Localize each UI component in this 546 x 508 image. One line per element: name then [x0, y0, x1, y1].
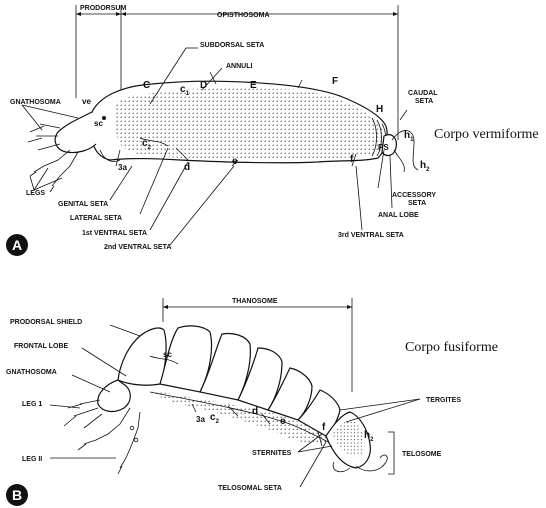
label-frontal-lobe: FRONTAL LOBE	[14, 343, 69, 350]
label-upper-h: H	[376, 104, 383, 115]
label-anal-lobe: ANAL LOBE	[378, 212, 419, 219]
label-legs: LEGS	[26, 190, 45, 197]
svg-text:A: A	[12, 237, 22, 253]
label-h1: h1	[404, 130, 414, 143]
label-d-b: d	[252, 406, 258, 417]
label-genital-seta: GENITAL SETA	[58, 201, 108, 208]
label-prodorsum: PRODORSUM	[80, 5, 126, 12]
h2-seta-line	[394, 150, 404, 172]
label-telosome: TELOSOME	[402, 451, 442, 458]
label-corpo-fusiforme: Corpo fusiforme	[405, 340, 498, 355]
label-subdorsal-seta: SUBDORSAL SETA	[200, 42, 264, 49]
label-prodorsal-shield: PRODORSAL SHIELD	[10, 319, 82, 326]
label-3a-a: 3a	[118, 163, 127, 172]
label-corpo-vermiforme: Corpo vermiforme	[434, 127, 539, 142]
label-upper-f: F	[332, 76, 338, 87]
label-gnathosoma-a: GNATHOSOMA	[10, 99, 61, 106]
label-3a-b: 3a	[196, 415, 205, 424]
label-e-b: e	[280, 416, 286, 427]
label-upper-d: D	[200, 80, 207, 91]
label-ve: ve	[82, 97, 91, 106]
label-c2-b: c2	[210, 412, 220, 425]
label-upper-e: E	[250, 80, 257, 91]
label-sc-b: sc	[163, 350, 172, 359]
label-gnathosoma-b: GNATHOSOMA	[6, 369, 57, 376]
prodorsal-shield	[118, 328, 166, 385]
label-e-a: e	[232, 156, 238, 167]
label-3rd-ventral-seta: 3rd VENTRAL SETA	[338, 232, 404, 239]
label-d-a: d	[184, 162, 190, 173]
panel-a: PRODORSUM OPISTHOSOMA	[6, 5, 539, 256]
label-upper-c: C	[143, 80, 150, 91]
label-2nd-ventral-seta: 2nd VENTRAL SETA	[104, 244, 171, 251]
label-leg-2: LEG II	[22, 456, 42, 463]
label-sc-a: sc	[94, 119, 103, 128]
panel-badge-a: A	[6, 234, 28, 256]
panel-badge-b: B	[6, 484, 28, 506]
label-annuli: ANNULI	[226, 63, 252, 70]
label-ps: PS	[378, 143, 389, 152]
label-tergites: TERGITES	[426, 397, 461, 404]
label-telosomal-seta: TELOSOMAL SETA	[218, 485, 282, 492]
label-leg-1: LEG 1	[22, 401, 42, 408]
label-1st-ventral-seta: 1st VENTRAL SETA	[82, 230, 147, 237]
svg-text:B: B	[12, 487, 22, 503]
label-sternites: STERNITES	[252, 450, 292, 457]
label-thanosome: THANOSOME	[232, 298, 278, 305]
panel-b: THANOSOME	[6, 298, 498, 506]
legs-b	[78, 408, 140, 474]
label-lateral-seta: LATERAL SETA	[70, 215, 122, 222]
label-h2-a: h2	[420, 160, 430, 173]
telosome-bracket	[388, 432, 394, 474]
gnathosoma-b	[64, 380, 130, 428]
label-opisthosoma: OPISTHOSOMA	[217, 12, 270, 19]
